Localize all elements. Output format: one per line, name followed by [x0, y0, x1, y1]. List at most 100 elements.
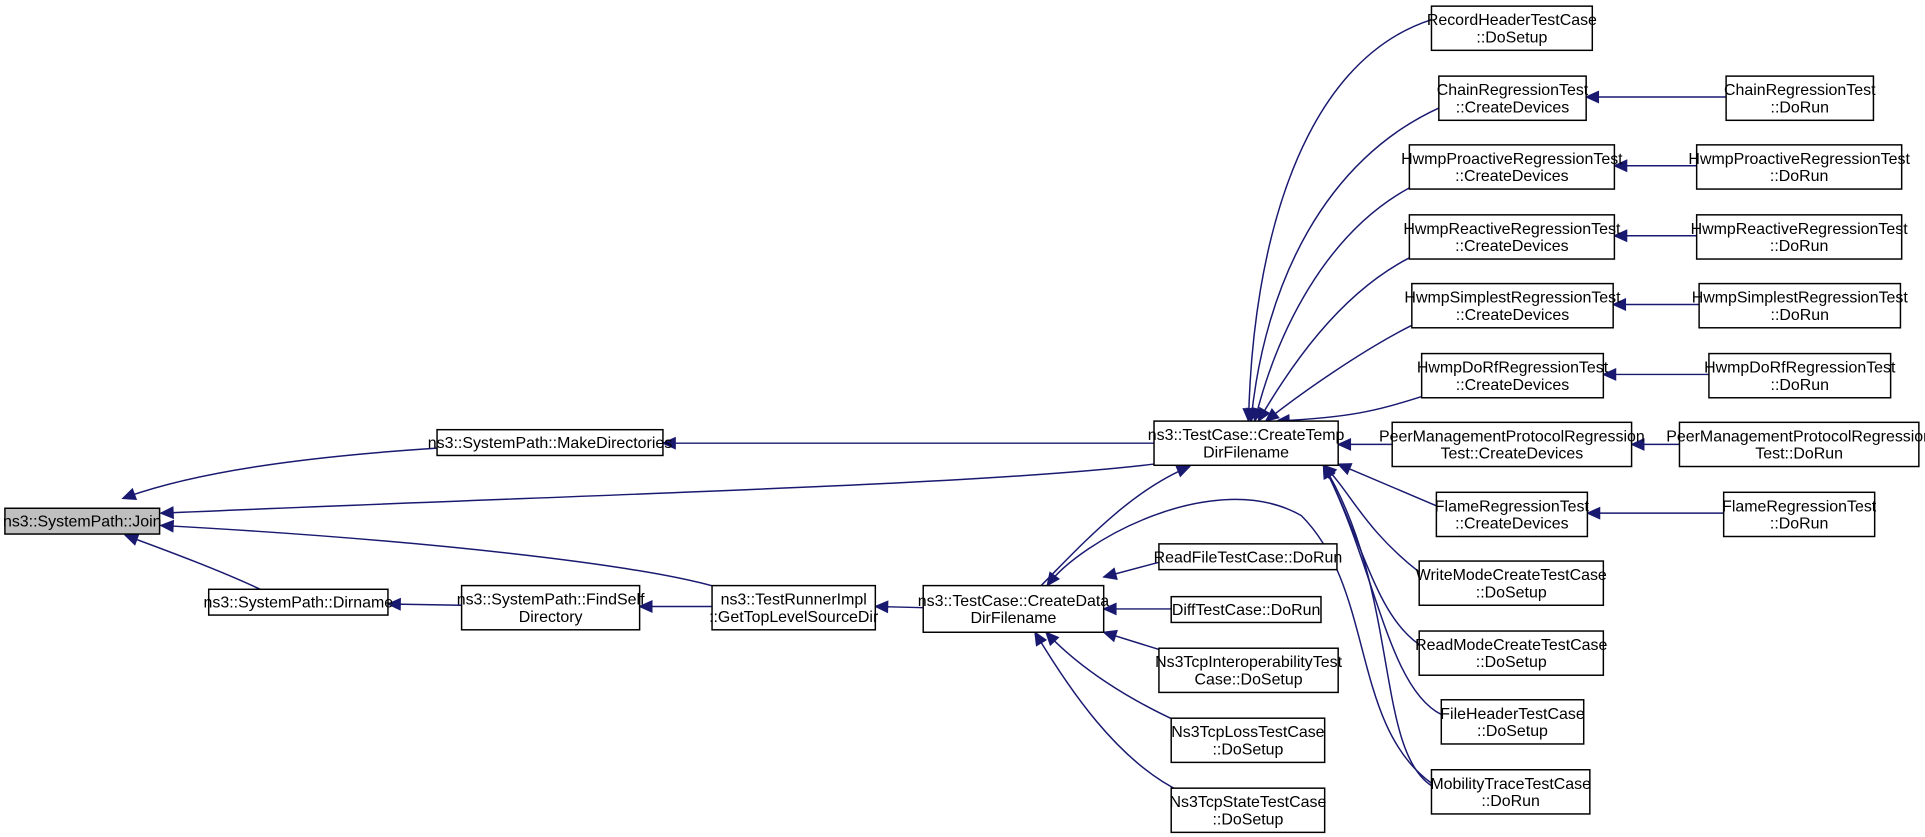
node-label-line: ::DoRun	[1771, 99, 1829, 116]
node-fileheader[interactable]: FileHeaderTestCase::DoSetup	[1440, 699, 1585, 745]
node-box	[1418, 560, 1605, 606]
node-label-line: ::DoSetup	[1476, 29, 1547, 46]
node-label-line: WriteModeCreateTestCase	[1416, 567, 1607, 584]
node-mobility[interactable]: MobilityTraceTestCase::DoRun	[1430, 769, 1591, 815]
node-label-line: HwmpReactiveRegressionTest	[1691, 221, 1909, 238]
node-label-line: PeerManagementProtocolRegression	[1666, 428, 1925, 445]
edge-readfile-to-createdata	[1102, 561, 1160, 580]
node-recordheader[interactable]: RecordHeaderTestCase::DoSetup	[1427, 5, 1597, 52]
node-box	[1408, 214, 1616, 260]
edge-difftest-to-createdata	[1102, 602, 1172, 616]
node-chaincreate[interactable]: ChainRegressionTest::CreateDevices	[1437, 75, 1589, 122]
node-label-line: Ns3TcpStateTestCase	[1170, 794, 1327, 811]
edge-hwmpsimcreate-to-createtemp	[1264, 324, 1413, 423]
edge-toplevel-to-join	[159, 519, 716, 588]
node-peercreate[interactable]: PeerManagementProtocolRegressionTest::Cr…	[1379, 421, 1645, 468]
node-label-line: MobilityTraceTestCase	[1430, 776, 1591, 793]
node-hwmpsimrun[interactable]: HwmpSimplestRegressionTest::DoRun	[1692, 282, 1909, 329]
node-label-line: FlameRegressionTest	[1722, 498, 1877, 515]
node-box	[1430, 769, 1591, 815]
node-box	[1411, 282, 1614, 329]
node-join[interactable]: ns3::SystemPath::Join	[3, 507, 162, 535]
edge-line	[1322, 464, 1432, 787]
node-hwmpprorun[interactable]: HwmpProactiveRegressionTest::DoRun	[1688, 144, 1910, 190]
edge-arrowhead	[1175, 465, 1192, 478]
edge-hwmpprorun-to-hwmpprocreate	[1612, 159, 1697, 173]
edges-layer	[121, 18, 1727, 793]
edge-flamecreate-to-createtemp	[1336, 463, 1437, 507]
node-hwmpprocreate[interactable]: HwmpProactiveRegressionTest::CreateDevic…	[1401, 144, 1623, 190]
node-flamecreate[interactable]: FlameRegressionTest::CreateDevices	[1435, 491, 1590, 538]
node-hwmpdorfcreate[interactable]: HwmpDoRfRegressionTest::CreateDevices	[1417, 352, 1609, 399]
node-writemode[interactable]: WriteModeCreateTestCase::DoSetup	[1416, 560, 1607, 606]
edge-line	[1337, 463, 1437, 507]
node-box	[1408, 144, 1616, 190]
node-label-line: ::DoRun	[1481, 793, 1539, 810]
node-label-line: ::CreateDevices	[1455, 516, 1568, 533]
node-makedirs[interactable]: ns3::SystemPath::MakeDirectories	[428, 428, 672, 457]
edge-arrowhead	[1584, 90, 1600, 104]
node-label-line: ReadFileTestCase::DoRun	[1154, 549, 1343, 566]
node-label-line: ns3::SystemPath::Dirname	[204, 595, 394, 612]
edge-mobility-to-createdata	[1046, 498, 1432, 784]
node-label-line: ::DoSetup	[1476, 654, 1547, 671]
node-box	[4, 507, 161, 535]
edge-dirname-to-join	[123, 533, 261, 590]
edge-arrowhead	[1257, 406, 1271, 423]
edge-hwmprearun-to-hwmpreacreate	[1612, 229, 1697, 243]
node-dirname[interactable]: ns3::SystemPath::Dirname	[204, 588, 394, 616]
node-flamerun[interactable]: FlameRegressionTest::DoRun	[1722, 491, 1877, 538]
edge-flamerun-to-flamecreate	[1585, 506, 1724, 520]
node-box	[1153, 420, 1339, 467]
edge-line	[122, 447, 438, 500]
node-readmode[interactable]: ReadModeCreateTestCase::DoSetup	[1415, 630, 1608, 676]
edge-peercreate-to-createtemp	[1336, 437, 1393, 451]
edge-line	[1322, 464, 1442, 716]
node-label-line: ns3::SystemPath::MakeDirectories	[428, 435, 672, 452]
node-peerrun[interactable]: PeerManagementProtocolRegressionTest::Do…	[1666, 421, 1925, 468]
node-box	[922, 584, 1105, 633]
edge-createtemp-to-join	[159, 463, 1155, 520]
edge-line	[1257, 257, 1410, 422]
edge-arrowhead	[1611, 297, 1627, 311]
node-label-line: ::DoRun	[1771, 377, 1829, 394]
node-box	[460, 584, 641, 631]
node-label-line: DirFilename	[970, 610, 1056, 627]
node-readfile[interactable]: ReadFileTestCase::DoRun	[1154, 543, 1343, 571]
node-difftest[interactable]: DiffTestCase::DoRun	[1170, 595, 1322, 624]
edge-arrowhead	[1612, 159, 1628, 173]
node-box	[1430, 5, 1594, 52]
node-hwmpreacreate[interactable]: HwmpReactiveRegressionTest::CreateDevice…	[1403, 214, 1621, 260]
node-label-line: DiffTestCase::DoRun	[1172, 602, 1321, 619]
edge-line	[1250, 107, 1440, 422]
node-toplevel[interactable]: ns3::TestRunnerImpl::GetTopLevelSourceDi…	[709, 584, 879, 631]
node-hwmpdorfrun[interactable]: HwmpDoRfRegressionTest::DoRun	[1704, 352, 1896, 399]
node-label-line: DirFilename	[1203, 444, 1289, 461]
edge-createtemp-to-makedirs	[661, 436, 1155, 450]
node-label-line: HwmpDoRfRegressionTest	[1704, 360, 1896, 377]
node-box	[436, 428, 664, 457]
edge-line	[160, 524, 716, 588]
node-ns3tcpstate[interactable]: Ns3TcpStateTestCase::DoSetup	[1170, 787, 1327, 834]
node-chainrun[interactable]: ChainRegressionTest::DoRun	[1724, 75, 1876, 122]
node-label-line: ::CreateDevices	[1456, 99, 1569, 116]
edge-arrowhead	[1044, 631, 1060, 647]
node-hwmpsimcreate[interactable]: HwmpSimplestRegressionTest::CreateDevice…	[1404, 282, 1621, 329]
edge-arrowhead	[1264, 408, 1280, 423]
node-label-line: ::DoSetup	[1212, 741, 1283, 758]
node-box	[1725, 75, 1875, 122]
edge-arrowhead	[159, 519, 175, 533]
node-ns3tcploss[interactable]: Ns3TcpLossTestCase::DoSetup	[1170, 717, 1326, 764]
node-label-line: Test::DoRun	[1755, 446, 1843, 463]
node-label-line: HwmpDoRfRegressionTest	[1417, 360, 1609, 377]
edge-arrowhead	[1630, 437, 1645, 451]
edge-line	[1247, 18, 1432, 422]
node-label-line: PeerManagementProtocolRegression	[1379, 428, 1645, 445]
node-hwmprearun[interactable]: HwmpReactiveRegressionTest::DoRun	[1691, 214, 1909, 260]
node-box	[711, 584, 877, 631]
node-label-line: ns3::SystemPath::FindSelf	[457, 592, 645, 609]
